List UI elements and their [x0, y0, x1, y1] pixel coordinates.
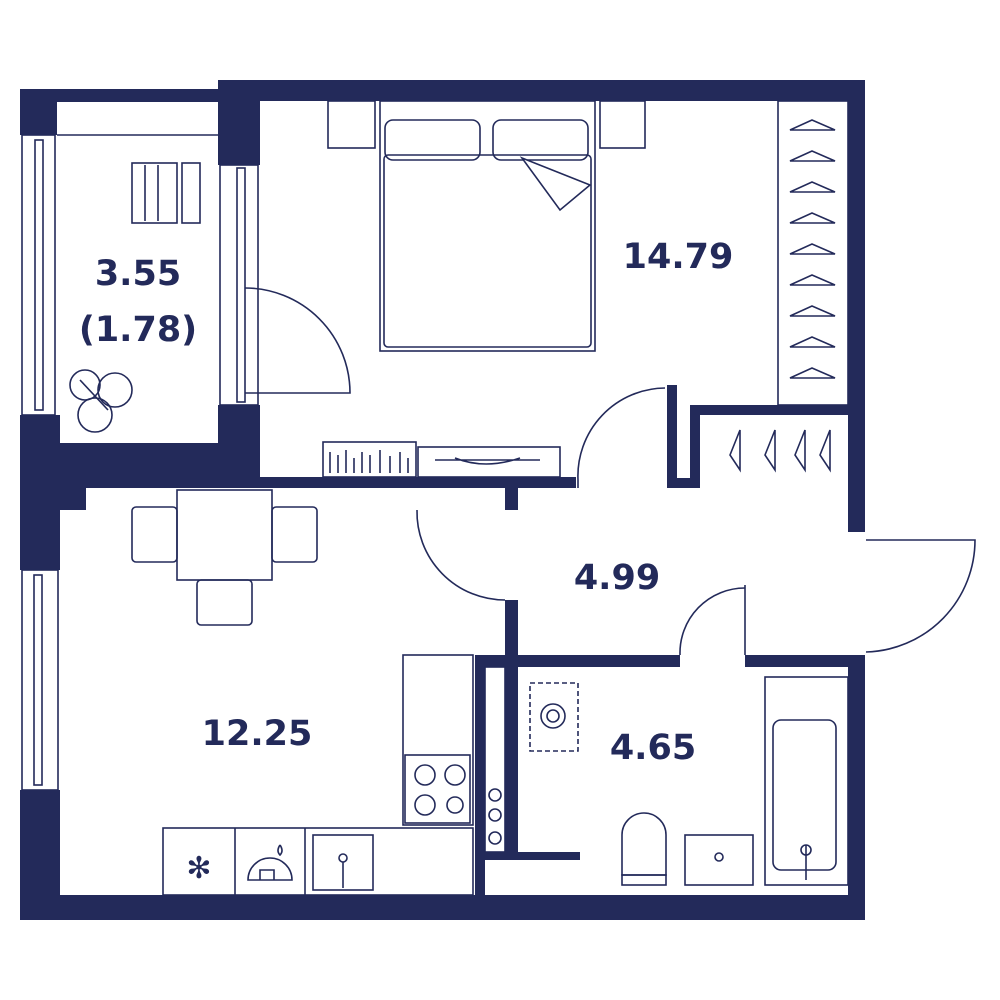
toilet-icon [621, 812, 667, 886]
balcony-area-label: 3.55 [94, 254, 182, 294]
hangers-icon [729, 119, 836, 473]
balcony-sub-area-label: (1.78) [78, 310, 198, 350]
dining-table-icon [131, 489, 318, 626]
windows [21, 134, 259, 791]
hallway-area-label: 4.99 [573, 558, 661, 598]
bathroom-area-label: 4.65 [609, 728, 697, 768]
doors [244, 287, 976, 656]
stove-icon [414, 764, 466, 816]
bed-icon [327, 100, 646, 352]
bedroom-area-label: 14.79 [622, 237, 734, 277]
plant-icon [69, 369, 133, 433]
walls [20, 80, 865, 920]
fridge-icon: ✻ [186, 851, 211, 886]
furniture: ✻ [69, 100, 849, 896]
kitchen-living-area-label: 12.25 [201, 714, 313, 754]
